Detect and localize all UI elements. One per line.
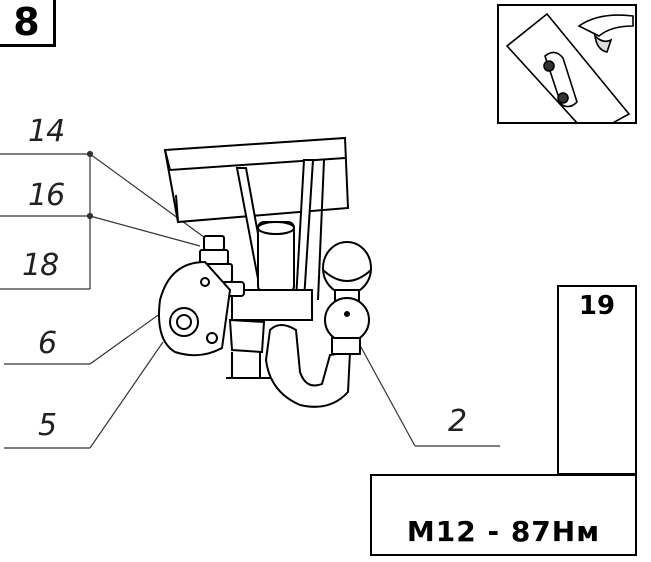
tow-ball (322, 241, 372, 355)
step-number: 8 (13, 0, 40, 44)
car-location-thumbnail (497, 4, 637, 124)
rear-bumper-panel (163, 136, 350, 224)
side-plate (158, 260, 232, 357)
torque-spec-label: M12 - 87Нм (406, 515, 601, 548)
tow-bar-housing (226, 221, 313, 379)
callout-2: 2 (448, 404, 467, 439)
tool-size-box: 19 (557, 285, 637, 475)
callout-leader-lines (0, 150, 500, 449)
car-location-thumbnail-icon (505, 12, 634, 122)
callout-14: 14 (28, 114, 65, 149)
callout-18: 18 (22, 248, 59, 283)
callout-5: 5 (38, 408, 57, 443)
torque-spec-box: M12 - 87Нм (370, 474, 637, 556)
callout-16: 16 (28, 178, 65, 213)
socket-size-label: 19 (578, 291, 616, 321)
step-number-box: 8 (0, 0, 56, 47)
callout-6: 6 (38, 326, 57, 361)
